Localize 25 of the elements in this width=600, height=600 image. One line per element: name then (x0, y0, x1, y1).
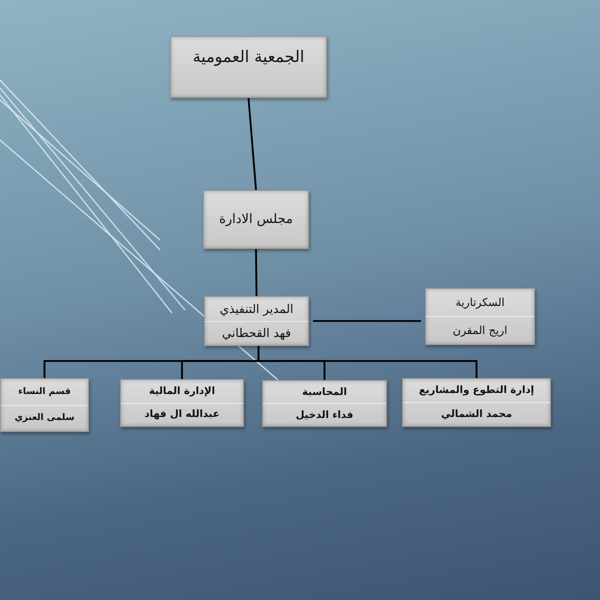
person-name: سلمى العنزي (14, 413, 74, 424)
unit-title: الإدارة المالية (148, 386, 216, 397)
position-box (0, 378, 89, 432)
person-name: اريج المقرن (452, 324, 508, 337)
person-name: فداء الدخيل (296, 410, 354, 420)
unit-title: إدارة التطوع والمشاريع (418, 385, 534, 396)
position-box (425, 288, 535, 345)
person-name: فهد القحطاني (222, 326, 292, 340)
unit-title: مجلس الادارة (219, 212, 293, 227)
position-box (262, 380, 387, 427)
position-box (120, 379, 244, 427)
org-box (170, 36, 327, 98)
connector-line (255, 249, 258, 296)
person-name: عبدالله ال فهاد (144, 409, 220, 420)
position-box (204, 296, 309, 346)
unit-title: الجمعية العمومية (192, 47, 304, 66)
connector-line (248, 98, 257, 190)
unit-title: قسم النساء (18, 386, 71, 397)
org-box (203, 190, 309, 249)
connector-line (313, 320, 421, 322)
unit-title: المحاسبة (302, 386, 347, 398)
position-box (402, 378, 551, 427)
person-name: محمد الشمالي (440, 409, 512, 420)
unit-title: المدير التنفيذي (220, 302, 294, 316)
unit-title: السكرتارية (455, 296, 505, 309)
